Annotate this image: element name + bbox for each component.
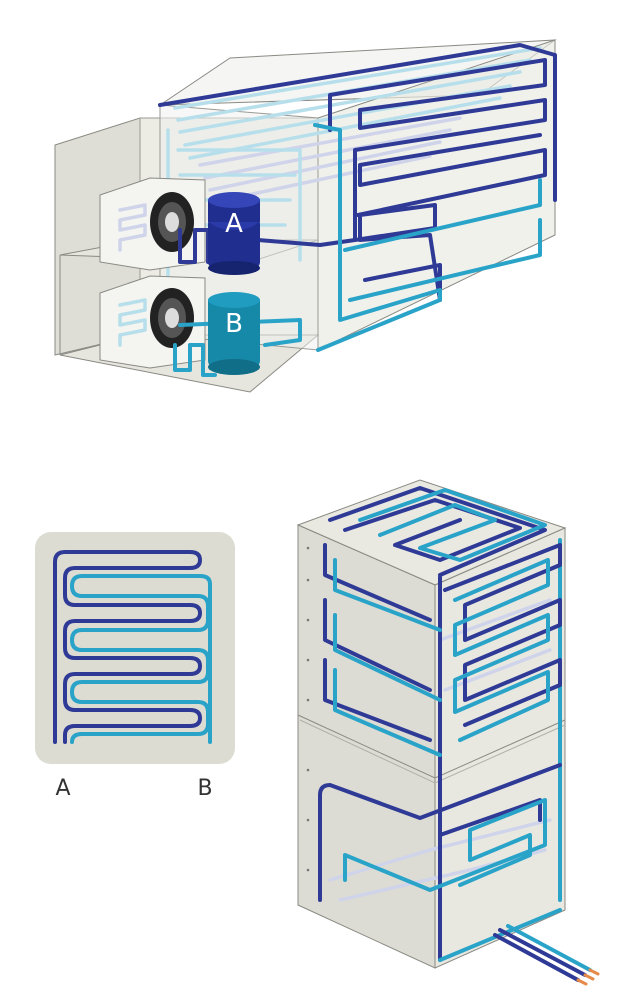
tall-lower-coil-b: [343, 798, 562, 962]
condenser-a-coil: [118, 203, 147, 252]
tall-top-coil-b: [333, 488, 562, 902]
fan-b-icon: [150, 288, 194, 348]
tall-right-coil-b: [453, 558, 550, 742]
schematic-panel: A B: [35, 532, 235, 801]
schematic-label-b: B: [197, 776, 212, 801]
condenser-b-coil: [118, 298, 147, 347]
edge-bolts: [306, 546, 310, 872]
compressor-b: B: [208, 292, 260, 375]
schematic-label-a: A: [55, 776, 70, 801]
outlet-pipe-b: [506, 924, 592, 972]
schematic-circuit-a: [53, 550, 202, 744]
compressor-a: A: [208, 192, 260, 275]
outlet-pipe-a: [498, 928, 587, 977]
fan-a-icon: [150, 192, 194, 252]
outlet-pipe-a2: [493, 933, 580, 982]
tall-right-coil-a: [443, 543, 562, 727]
circuit-b-top: [173, 123, 542, 377]
circuit-a-top: [158, 43, 557, 302]
compressor-a-label: A: [225, 209, 243, 239]
top-unit: A B: [54, 39, 557, 393]
tall-top-coil-a: [323, 486, 547, 962]
outlet-tips: [576, 968, 600, 986]
tall-cabinet-right: [434, 527, 566, 969]
schematic-circuit-b: [70, 574, 212, 744]
tall-faint-coils: [328, 598, 552, 902]
faint-coil-ghost-top: [198, 116, 462, 204]
tall-cabinet: [296, 479, 600, 986]
compressor-b-label: B: [225, 309, 243, 339]
